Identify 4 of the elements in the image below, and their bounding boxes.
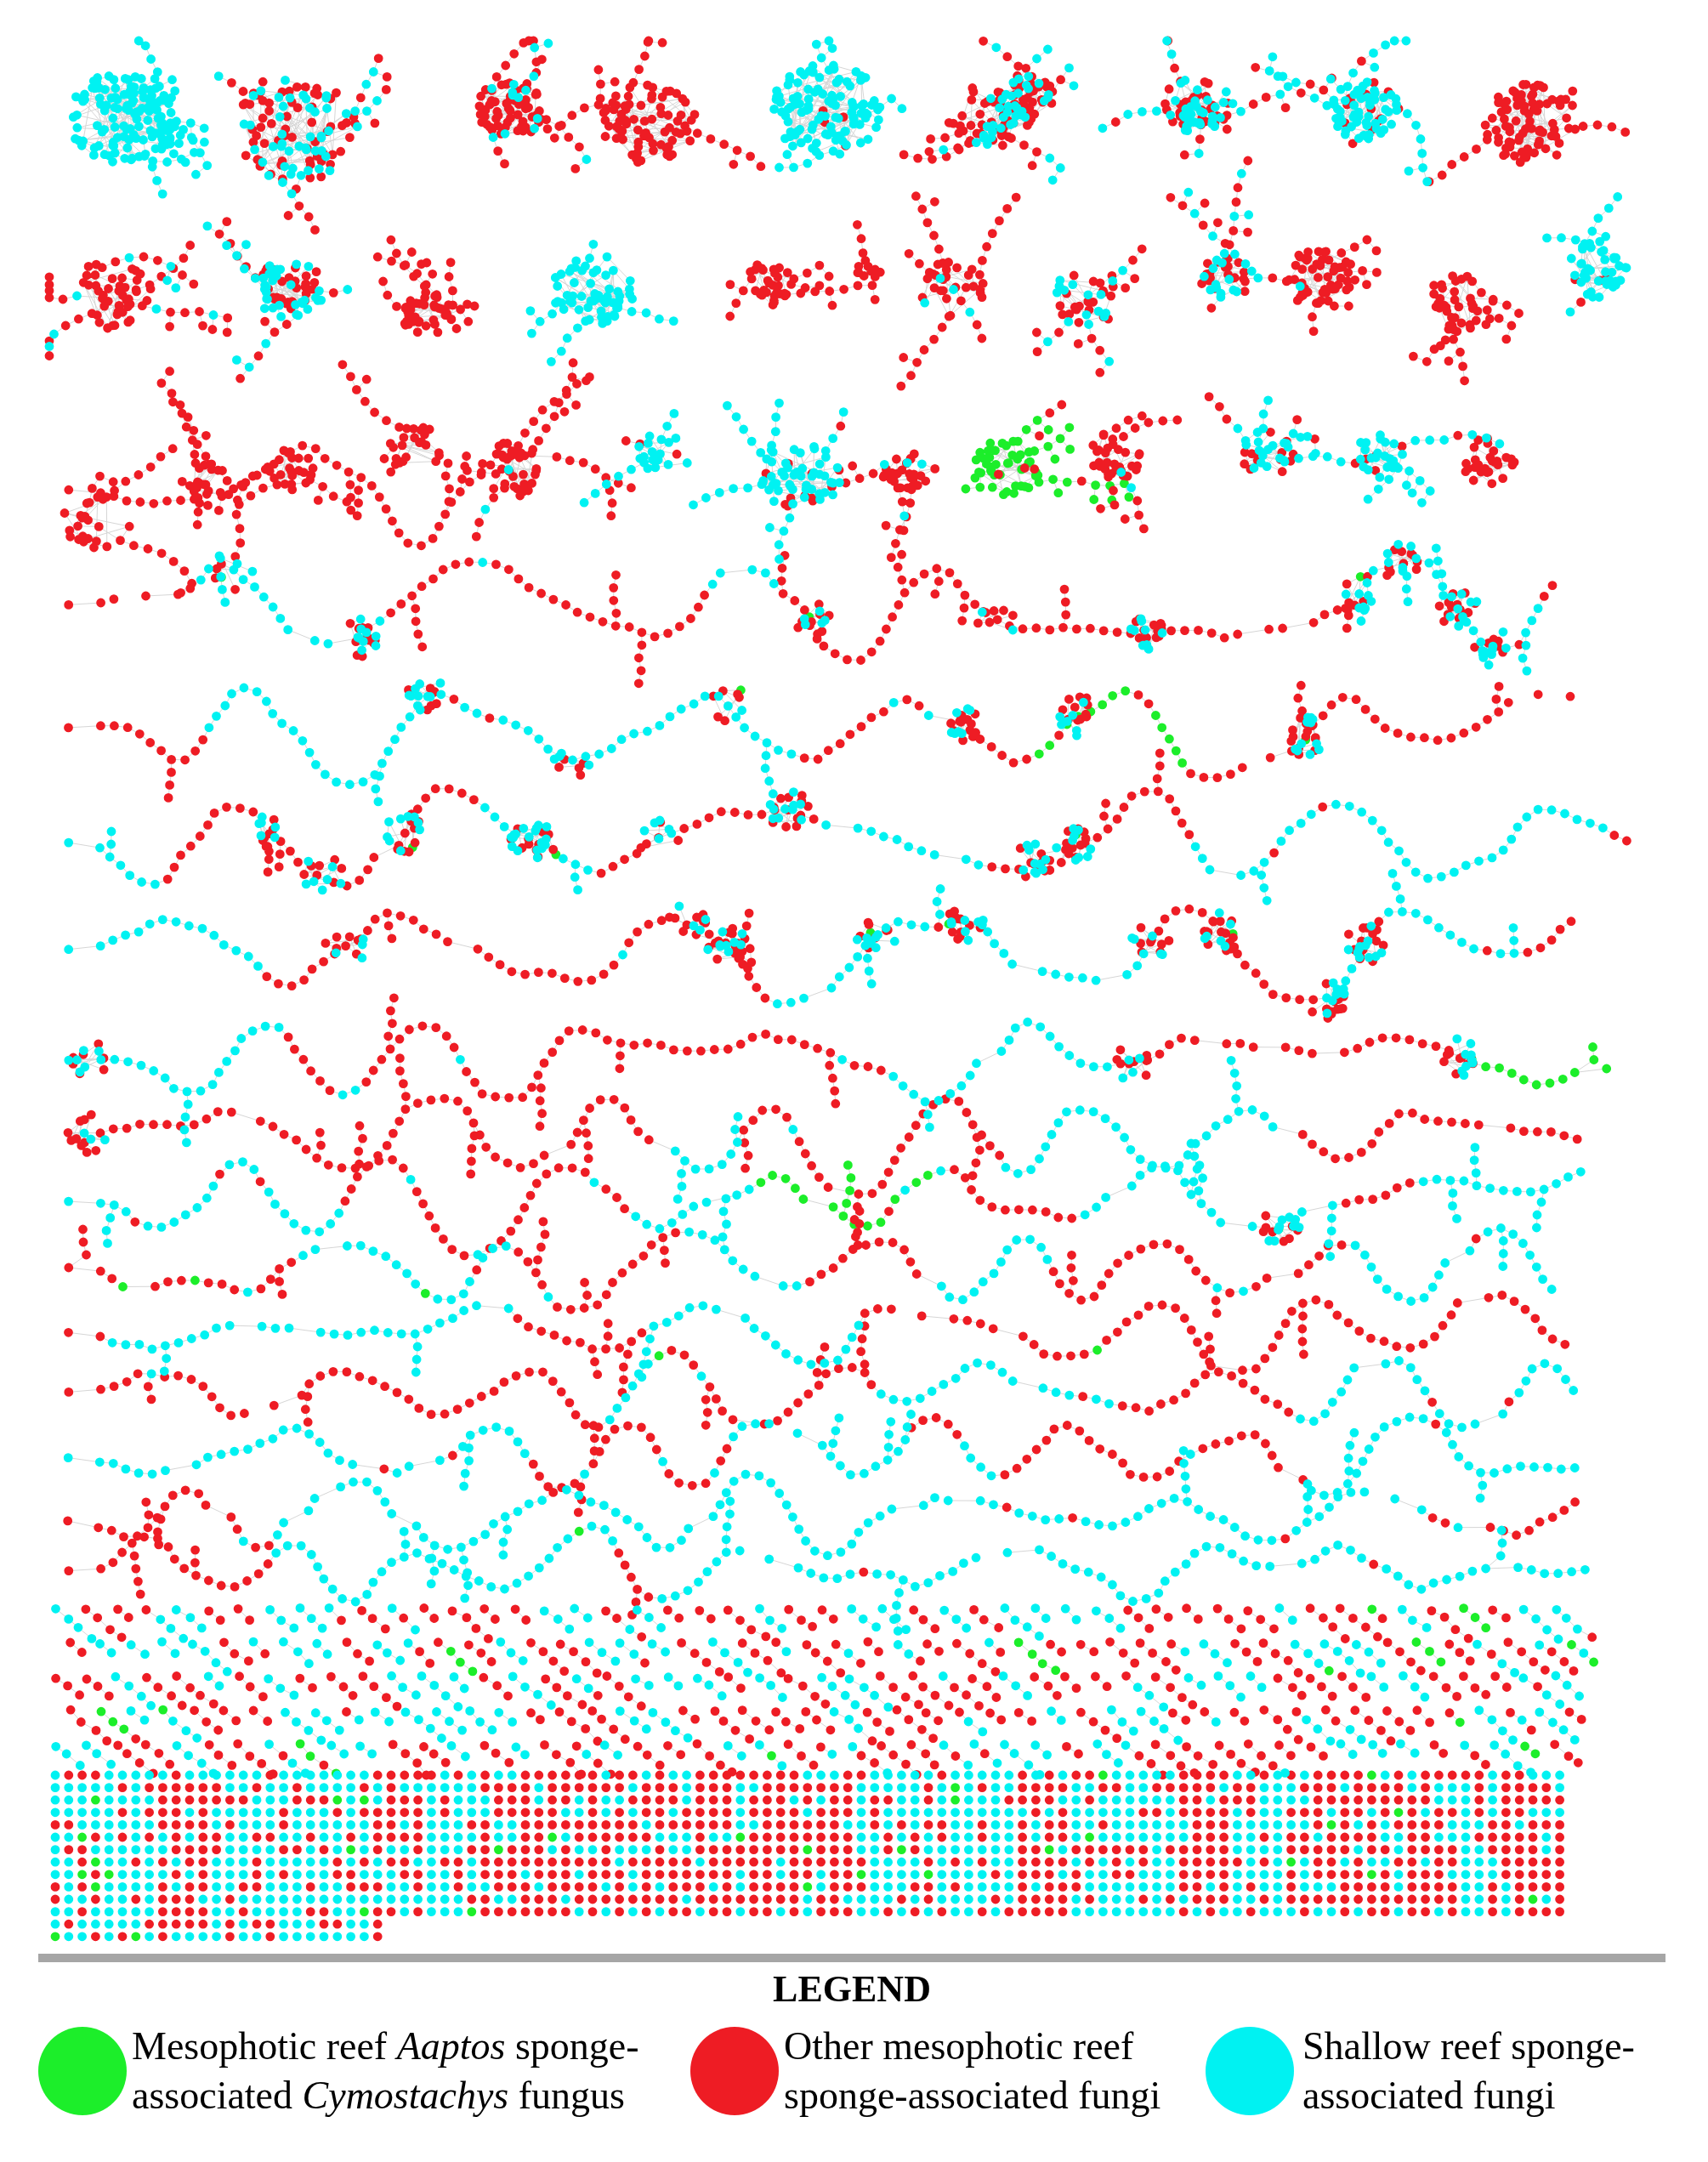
legend-heading: LEGEND	[773, 1967, 931, 2012]
legend-text: Mesophotic reef Aaptos sponge-associated Cymostachys fungus	[132, 2023, 640, 2119]
legend-text: Other mesophotic reef sponge-associated fungi	[784, 2023, 1162, 2119]
legend-text: Shallow reef sponge-associated fungi	[1302, 2023, 1636, 2119]
